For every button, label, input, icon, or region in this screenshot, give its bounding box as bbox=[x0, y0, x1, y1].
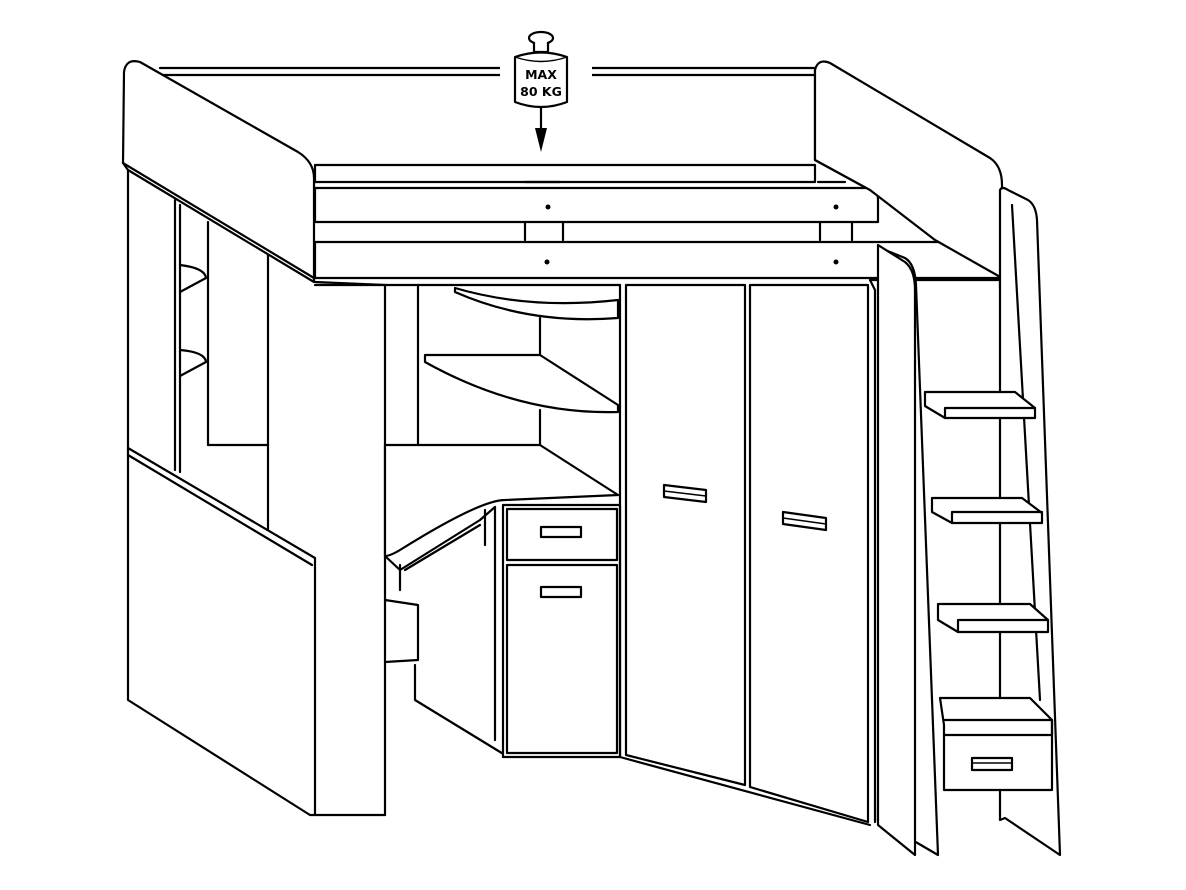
desk-drawer-unit bbox=[501, 503, 622, 759]
left-headboard bbox=[121, 60, 387, 817]
desk-area bbox=[383, 283, 620, 757]
weight-label-line2: 80 KG bbox=[520, 84, 562, 99]
drawer-handle bbox=[539, 585, 583, 599]
down-arrow-icon bbox=[535, 128, 547, 152]
max-weight-icon: MAX 80 KG bbox=[500, 30, 592, 152]
wardrobe bbox=[618, 243, 917, 857]
door-handle-left bbox=[662, 483, 708, 504]
drawer-handle bbox=[539, 525, 583, 539]
weight-label-line1: MAX bbox=[525, 67, 557, 82]
bed-rails bbox=[313, 163, 1002, 290]
door-handle-right bbox=[781, 510, 828, 532]
step-drawer-handle bbox=[970, 756, 1014, 772]
